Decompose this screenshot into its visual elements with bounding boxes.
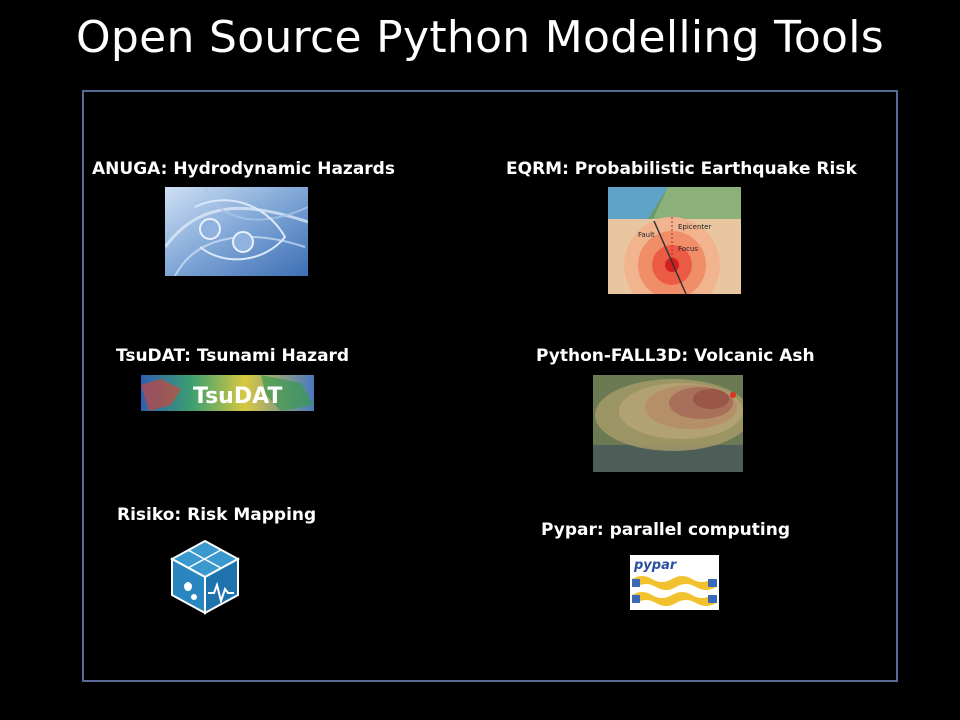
epicenter-text: Epicenter [678, 223, 711, 231]
volcanic-ash-map-icon [593, 375, 743, 472]
tool-label-eqrm: EQRM: Probabilistic Earthquake Risk [506, 159, 857, 179]
focus-text: Focus [678, 245, 698, 253]
tool-label-pypar: Pypar: parallel computing [541, 520, 790, 540]
tsudat-banner-icon: TsuDAT [141, 375, 314, 411]
pypar-logo-text: pypar [633, 558, 678, 573]
earthquake-diagram-icon: Epicenter Fault Focus [608, 187, 741, 294]
content-frame [82, 90, 898, 682]
tool-label-risiko: Risiko: Risk Mapping [117, 505, 317, 525]
tool-label-anuga: ANUGA: Hydrodynamic Hazards [92, 159, 395, 179]
tool-label-fall3d: Python-FALL3D: Volcanic Ash [536, 346, 815, 366]
tool-label-tsudat: TsuDAT: Tsunami Hazard [116, 346, 350, 366]
pypar-logo-icon: pypar [630, 555, 719, 610]
anuga-wave-icon [165, 187, 308, 276]
tsudat-logo-text: TsuDAT [193, 384, 282, 409]
risiko-cube-icon [170, 539, 240, 615]
slide-title: Open Source Python Modelling Tools [75, 12, 885, 63]
fault-text: Fault [638, 231, 655, 239]
